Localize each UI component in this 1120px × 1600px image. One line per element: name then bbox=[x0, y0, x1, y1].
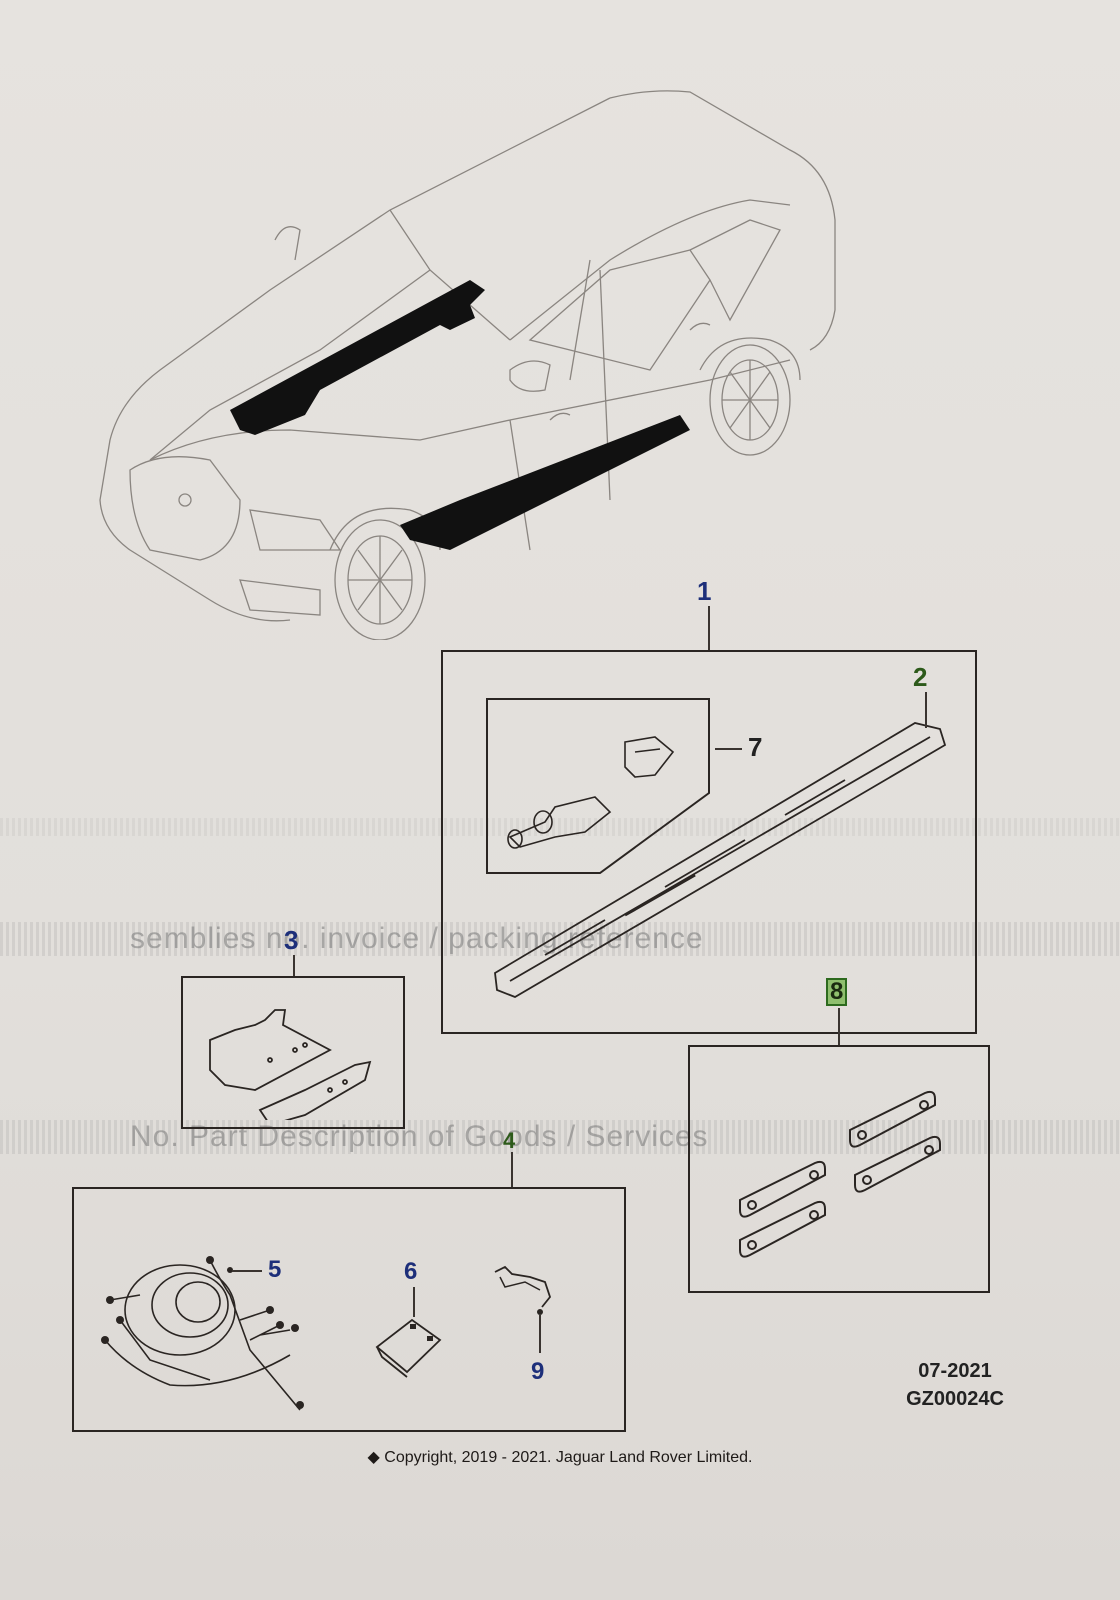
leader-line bbox=[293, 955, 295, 977]
electrical-box-4 bbox=[72, 1187, 626, 1432]
copyright-footer: ◆ Copyright, 2019 - 2021. Jaguar Land Ro… bbox=[0, 1447, 1120, 1467]
leader-line bbox=[413, 1287, 415, 1317]
leader-line bbox=[539, 1315, 541, 1353]
spacers-box-8 bbox=[688, 1045, 990, 1293]
leader-line bbox=[511, 1152, 513, 1188]
leader-line bbox=[708, 606, 710, 651]
spacer-plates-illustration bbox=[739, 1090, 941, 1258]
callout-3[interactable]: 3 bbox=[284, 925, 299, 955]
callout-9[interactable]: 9 bbox=[531, 1358, 545, 1385]
diamond-icon: ◆ bbox=[367, 1449, 380, 1466]
leader-line bbox=[232, 1270, 262, 1272]
brackets-box-3 bbox=[181, 976, 405, 1129]
callout-8-highlighted[interactable]: 8 bbox=[826, 978, 848, 1006]
vehicle-illustration bbox=[99, 90, 836, 640]
brackets-illustration bbox=[209, 1009, 372, 1120]
kit-box-1 bbox=[441, 650, 977, 1034]
sensor-illustration bbox=[494, 1265, 552, 1315]
callout-1[interactable]: 1 bbox=[697, 576, 712, 606]
callout-4[interactable]: 4 bbox=[503, 1128, 516, 1153]
leader-line bbox=[715, 748, 742, 750]
leader-line bbox=[838, 1008, 840, 1046]
harness-illustration bbox=[101, 1256, 304, 1411]
running-board-illustration bbox=[494, 722, 947, 998]
date-code: 07-2021 bbox=[918, 1360, 992, 1382]
callout-2[interactable]: 2 bbox=[913, 662, 928, 692]
callout-6[interactable]: 6 bbox=[404, 1258, 418, 1285]
motor-subbox bbox=[486, 698, 710, 874]
illustration-id: GZ00024C bbox=[906, 1388, 1004, 1410]
module-illustration bbox=[375, 1318, 442, 1378]
show-through-text: semblies no. invoice / packing reference bbox=[0, 922, 1120, 956]
leader-line bbox=[925, 692, 927, 728]
copyright-text: Copyright, 2019 - 2021. Jaguar Land Rove… bbox=[384, 1449, 753, 1466]
callout-7[interactable]: 7 bbox=[748, 732, 763, 762]
show-through-text bbox=[0, 818, 1120, 836]
callout-5[interactable]: 5 bbox=[268, 1256, 282, 1283]
